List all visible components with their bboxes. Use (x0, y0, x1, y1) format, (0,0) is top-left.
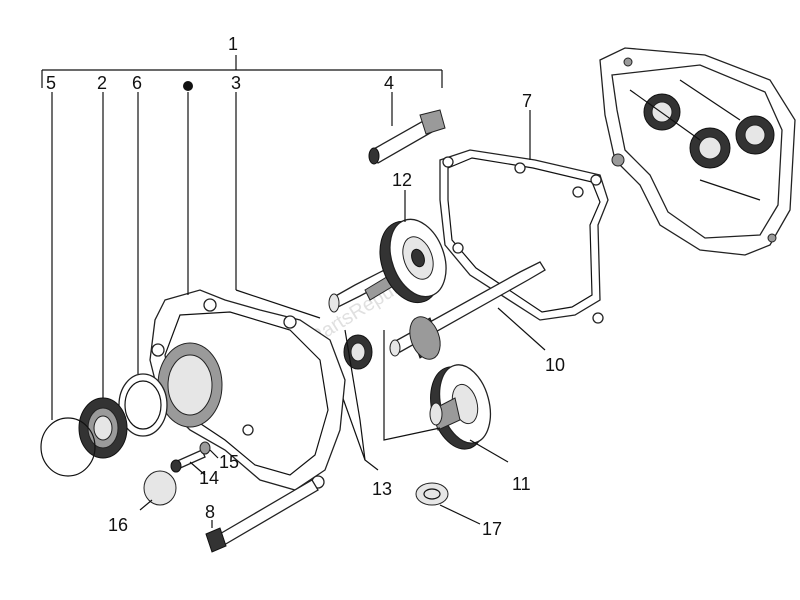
part-14-screw (170, 449, 206, 476)
label-2: 2 (97, 73, 107, 93)
part-15-washer (199, 441, 219, 459)
part-3-transmission-cover (149, 92, 366, 491)
label-7: 7 (522, 91, 532, 111)
label-15: 15 (219, 452, 239, 472)
label-4: 4 (384, 73, 394, 93)
part-2-bearing (78, 92, 128, 459)
label-1: 1 (228, 34, 238, 54)
part-5-circlip (40, 92, 96, 477)
part-8-bolt (205, 479, 319, 553)
label-10: 10 (545, 355, 565, 375)
label-17: 17 (482, 519, 502, 539)
label-14: 14 (199, 468, 219, 488)
part-12-gear-shaft (328, 190, 447, 313)
label-5: 5 (46, 73, 56, 93)
part-6-seal-ring (118, 92, 168, 437)
gearbox-cover (599, 47, 796, 256)
part-7-gasket (439, 110, 609, 324)
part-17-clip (415, 482, 481, 525)
label-11: 11 (512, 474, 531, 494)
part-10-layshaft (389, 261, 546, 360)
callout-dot (183, 81, 193, 91)
label-3: 3 (231, 73, 241, 93)
group-1-bracket (41, 55, 443, 88)
label-12: 12 (392, 170, 412, 190)
label-13: 13 (372, 479, 392, 499)
part-11-gear (383, 330, 509, 463)
part-16-cap (139, 470, 177, 511)
part-4-plug (368, 92, 446, 165)
part-13-bearing (339, 334, 379, 471)
label-16: 16 (108, 515, 128, 535)
label-6: 6 (132, 73, 142, 93)
label-8: 8 (205, 502, 215, 522)
